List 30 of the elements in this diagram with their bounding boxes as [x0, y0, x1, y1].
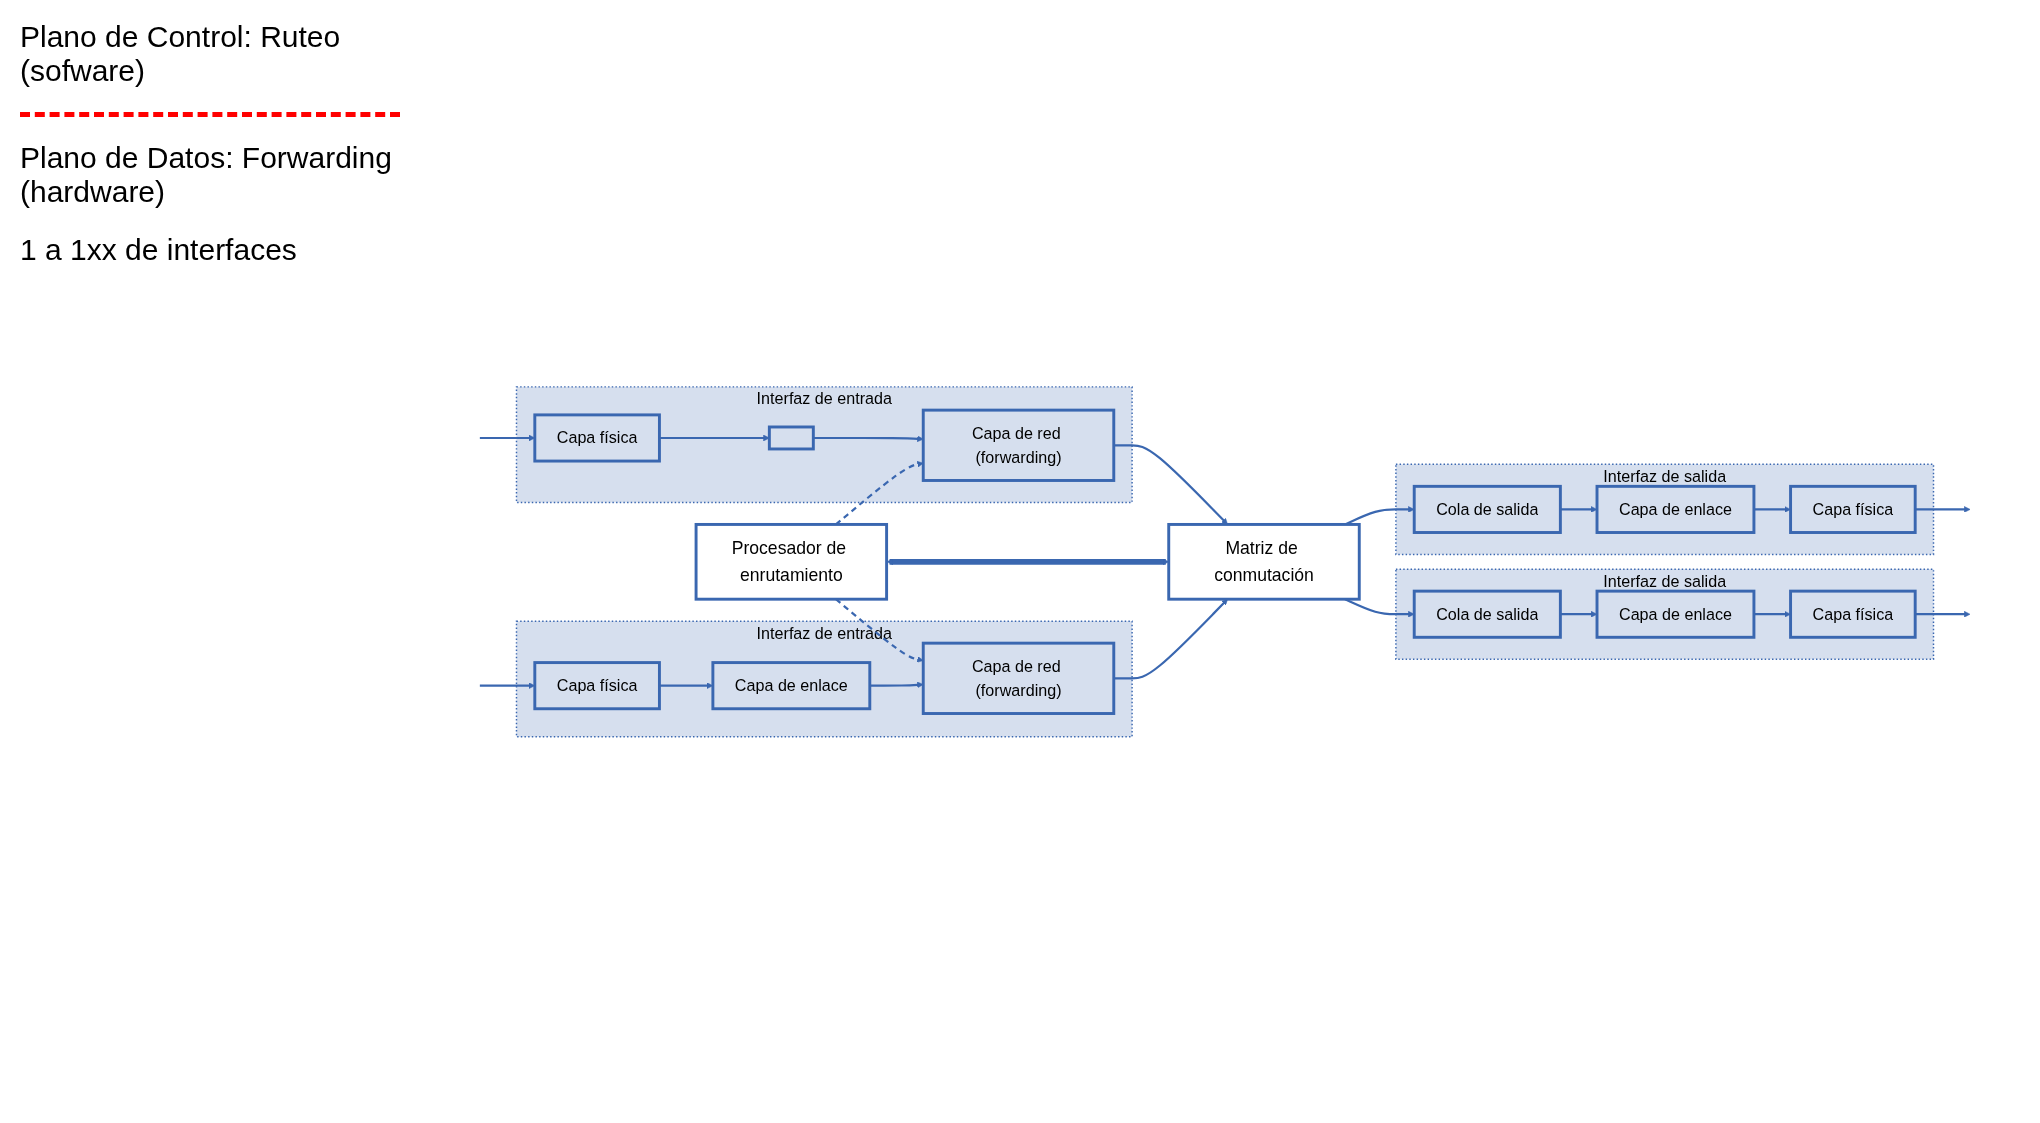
- arrow: [1113, 443, 1228, 525]
- arrow: [835, 598, 924, 663]
- arrow: [835, 460, 924, 525]
- arrow: [1113, 598, 1228, 680]
- node-box: Capa de red (forwarding): [921, 641, 1116, 715]
- arrow: [659, 434, 770, 441]
- node-box: Capa de red (forwarding): [921, 408, 1116, 482]
- arrow: [869, 681, 924, 688]
- plane-note: 1 a 1xx de interfaces: [20, 233, 298, 267]
- arrow: [1753, 505, 1791, 513]
- arrow: [1915, 505, 1971, 513]
- node-box: Cola de salida: [1412, 589, 1562, 639]
- node-box: [767, 425, 815, 451]
- arrow: [1753, 610, 1791, 618]
- node-box: Capa física: [1789, 484, 1917, 534]
- arrow: [1915, 610, 1971, 618]
- plane-note: Plano de Control: Ruteo (sofware): [20, 20, 342, 88]
- node-box: Capa de enlace: [1595, 484, 1756, 534]
- node-box: Capa física: [533, 660, 661, 710]
- node-box: Capa física: [1789, 589, 1917, 639]
- node-box: Capa física: [533, 413, 661, 463]
- node-box: Procesador de enrutamiento: [694, 522, 889, 601]
- node-box: Matriz de conmutación: [1167, 522, 1361, 601]
- node-box: Capa de enlace: [711, 660, 872, 710]
- arrow: [1560, 505, 1598, 513]
- node-box: Cola de salida: [1412, 484, 1562, 534]
- arrow: [1560, 610, 1598, 618]
- plane-note: Plano de Datos: Forwarding (hardware): [20, 141, 393, 209]
- node-box: Capa de enlace: [1595, 589, 1756, 639]
- arrow: [813, 435, 924, 442]
